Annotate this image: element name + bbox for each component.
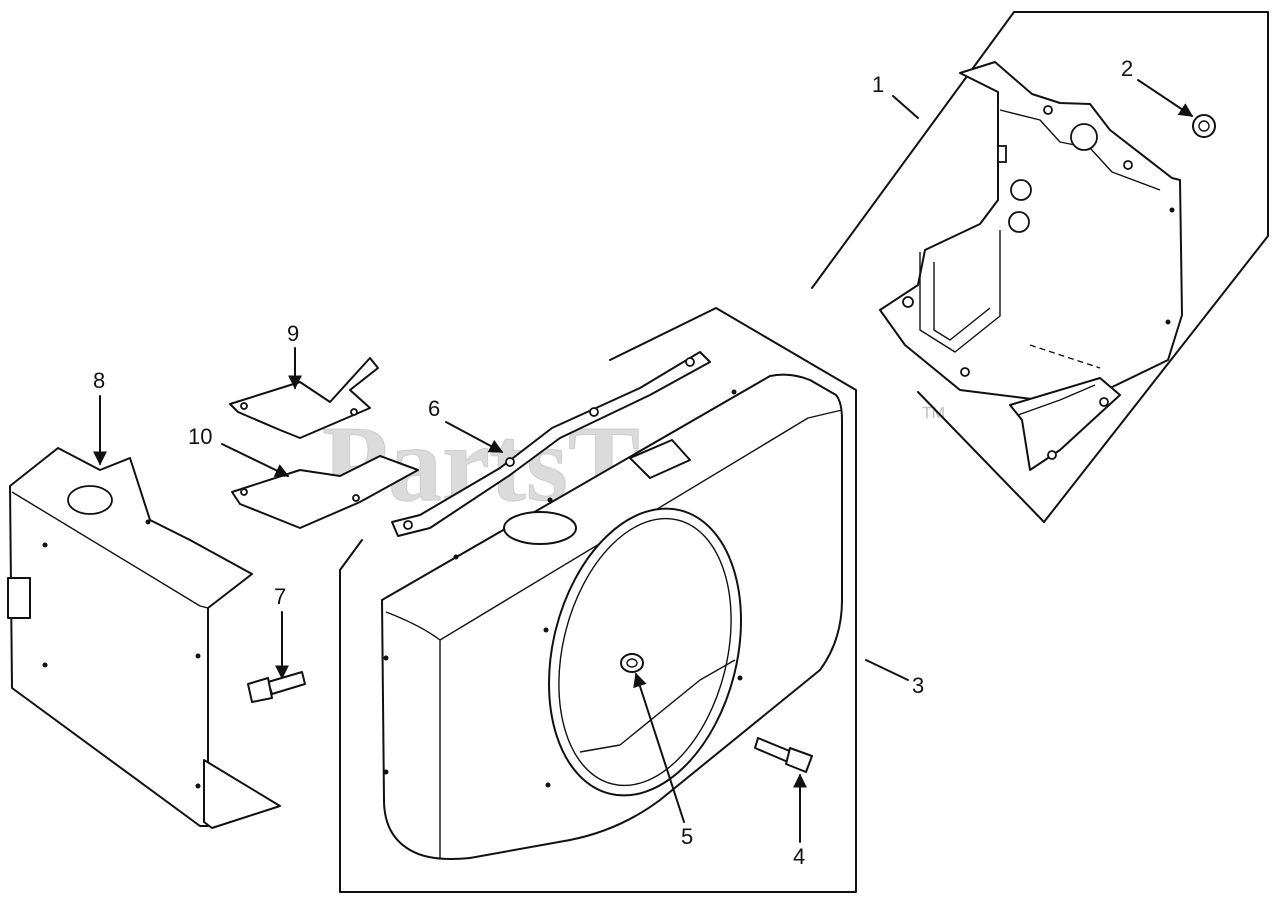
leader-lines — [93, 79, 1194, 843]
part-1-foot-edge — [1017, 384, 1096, 416]
part-6-hole-3 — [589, 407, 599, 417]
part-8-top-hole — [67, 485, 113, 515]
part-3-rivet-2 — [547, 497, 553, 503]
callout-9: 9 — [287, 321, 299, 346]
watermark-trademark: TM — [922, 405, 945, 422]
part-3-top-window — [629, 439, 691, 479]
part-3-rivet-8 — [545, 782, 551, 788]
part-3-top-edge — [439, 409, 843, 641]
part-7-bolt-head — [247, 677, 273, 703]
part-7-bolt-thread — [267, 671, 306, 695]
part-8-rivet-4 — [195, 783, 201, 789]
part-1-foot-hole-2 — [1047, 450, 1057, 460]
part-8-rivet-5 — [145, 519, 151, 525]
part-1-bracket-assembly — [811, 11, 1269, 523]
callout-1: 1 — [872, 72, 884, 97]
callout-8: 8 — [93, 368, 105, 393]
callout-5: 5 — [681, 824, 693, 849]
leader-3 — [865, 659, 909, 681]
part-8-rivet-2 — [42, 662, 48, 668]
part-6-strip-body — [391, 351, 711, 537]
part-4-bolt-head — [785, 747, 813, 773]
leader-5 — [633, 672, 685, 823]
part-8-top-fold — [11, 491, 209, 609]
part-8-shroud-body — [9, 447, 253, 827]
part-3-frame — [339, 307, 857, 893]
part-4-bolt — [754, 737, 813, 773]
callout-6: 6 — [428, 396, 440, 421]
leader-2 — [1137, 79, 1194, 117]
part-1-inner-channel — [919, 230, 1001, 353]
part-8-rivet-1 — [42, 542, 48, 548]
part-3-top-opening — [503, 511, 577, 545]
part-6-hole-4 — [685, 357, 695, 367]
part-3-rivet-3 — [731, 389, 737, 395]
callout-10: 10 — [188, 424, 212, 449]
part-2-nut-bore — [1198, 120, 1210, 132]
callout-2: 2 — [1121, 56, 1133, 81]
part-9-hole-2 — [350, 408, 358, 416]
part-3-rivet-5 — [383, 769, 389, 775]
part-3-scroll-ring-outer — [547, 507, 743, 797]
part-3-rivet-6 — [543, 627, 549, 633]
part-3-rivet-7 — [737, 675, 743, 681]
part-3-front-edge — [385, 611, 441, 858]
part-5-washer — [620, 653, 644, 673]
part-9-hole-1 — [240, 402, 248, 410]
part-7-bolt — [247, 671, 306, 703]
leader-1 — [892, 95, 919, 119]
leader-10 — [221, 443, 290, 477]
part-9-plate — [229, 357, 379, 439]
part-10-plate-body — [231, 455, 419, 529]
part-5-washer-outer — [620, 653, 644, 673]
part-1-lower-foot — [1009, 377, 1121, 471]
part-10-hole-2 — [352, 494, 360, 502]
callout-4: 4 — [793, 844, 805, 869]
part-1-slot — [997, 145, 1007, 163]
part-10-plate — [231, 455, 419, 529]
part-2-nut-body — [1192, 114, 1216, 138]
callout-3: 3 — [912, 673, 924, 698]
part-8-bottom-flange — [203, 759, 281, 829]
part-1-flange-hole-right — [1123, 160, 1133, 170]
part-1-hidden-line — [1029, 344, 1101, 369]
part-1-rivet-2 — [1165, 319, 1171, 325]
part-1-rivet — [1169, 207, 1175, 213]
part-1-bracket-body — [879, 61, 1183, 401]
part-3-rivet-4 — [383, 655, 389, 661]
part-1-base-hole-2 — [960, 367, 970, 377]
part-1-foot-hole — [1099, 397, 1109, 407]
part-2-nut — [1192, 114, 1216, 138]
part-9-plate-body — [229, 357, 379, 439]
part-3-rivet-1 — [453, 554, 459, 560]
part-1-side-hole-upper — [1010, 179, 1032, 201]
callout-7: 7 — [274, 584, 286, 609]
part-3-scroll-ring-inner — [558, 517, 732, 787]
callout-labels: 1 2 3 4 5 6 7 8 9 10 — [93, 56, 1133, 869]
part-6-baffle-strip — [391, 351, 711, 537]
part-10-hole-1 — [240, 488, 248, 496]
part-3-blower-housing — [339, 307, 857, 893]
part-6-hole-1 — [403, 520, 413, 530]
part-1-flange-hole-left — [1043, 105, 1053, 115]
part-1-frame — [811, 11, 1269, 523]
part-1-base-hole — [902, 296, 914, 308]
part-1-side-hole-lower — [1008, 211, 1030, 233]
leader-6 — [445, 421, 504, 453]
part-1-top-hole — [1070, 123, 1098, 151]
part-3-cutoff — [579, 659, 736, 753]
part-8-side-shroud — [7, 447, 281, 829]
part-8-tab — [7, 577, 31, 619]
part-1-channel-lip — [933, 262, 991, 341]
part-8-rivet-3 — [195, 653, 201, 659]
part-6-hole-2 — [505, 457, 515, 467]
part-5-washer-inner — [626, 658, 638, 668]
